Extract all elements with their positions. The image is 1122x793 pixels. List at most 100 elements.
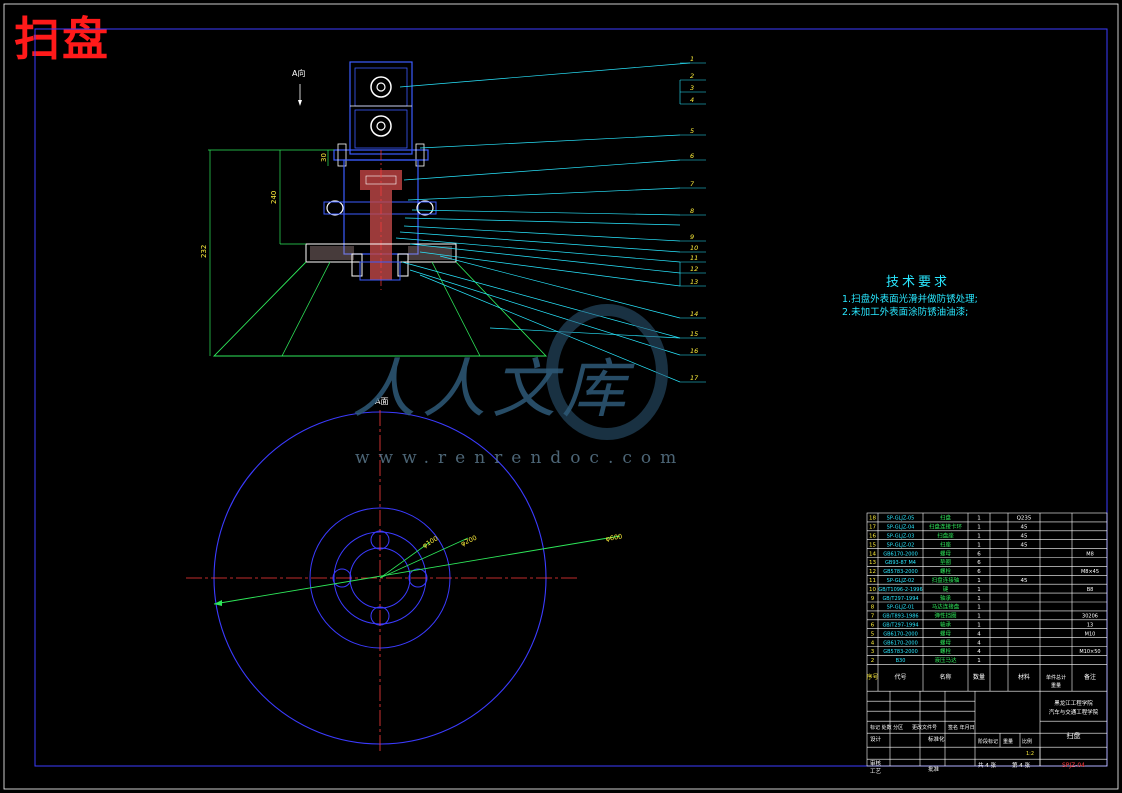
bom-mat: 45 — [1021, 525, 1028, 531]
bom-code: GB/T297-1994 — [882, 623, 918, 629]
tb-std: 标准化 — [928, 735, 945, 743]
bom-code: SP-GLJZ-02 — [887, 578, 915, 584]
bom-qty: 1 — [977, 534, 981, 540]
tb-sheet: 第 4 张 — [1012, 761, 1030, 769]
bom-name: 扫盘连接卡环 — [929, 523, 963, 531]
watermark-cn: 人人文库 — [352, 353, 632, 427]
leader-1: 1 — [690, 55, 694, 63]
bom-header-mat: 材料 — [1018, 673, 1030, 681]
bom-code: GB/T1096-2-1996 — [878, 587, 922, 593]
leader-11: 11 — [690, 254, 698, 262]
tb-sign: 签名 年月日 — [948, 724, 975, 731]
leader-12: 12 — [690, 265, 698, 273]
tech-requirements: 技术要求 1.扫盘外表面光滑并做防锈处理; 2.未加工外表面涂防锈油油漆; — [842, 276, 978, 319]
tech-item-1: 1.扫盘外表面光滑并做防锈处理; — [842, 294, 978, 305]
leader-4: 4 — [690, 96, 694, 104]
bom-name: 马达连接盘 — [932, 603, 960, 611]
bom-no: 15 — [869, 542, 876, 548]
bom-no: 6 — [871, 623, 875, 629]
bom-note: M8 — [1086, 551, 1094, 557]
bom-qty: 1 — [977, 516, 981, 522]
leader-tags — [679, 62, 706, 383]
bom-no: 3 — [871, 649, 875, 655]
bom-qty: 4 — [977, 631, 981, 637]
bom-header-qty: 数量 — [973, 673, 985, 681]
bom-name: 弹性挡圈 — [934, 612, 957, 620]
leader-7: 7 — [690, 180, 695, 188]
bom-name: 扫盘 — [940, 514, 952, 522]
bom-code: GB5783-2000 — [883, 569, 918, 575]
tb-scale-val: 1:2 — [1026, 751, 1034, 757]
bom-qty: 1 — [977, 587, 981, 593]
outer-border — [3, 3, 1119, 790]
tb-stage: 阶段标记 — [978, 738, 998, 745]
bom-name: 扫盘座 — [937, 532, 954, 540]
bom-no: 14 — [869, 551, 876, 557]
bom-header-name: 名称 — [939, 673, 951, 681]
tb-approve: 批准 — [928, 765, 940, 773]
tb-process: 工艺 — [870, 768, 882, 775]
bom-name: 螺栓 — [940, 647, 952, 655]
bom-name: 轴承 — [940, 621, 952, 629]
bom-header-note: 备注 — [1084, 673, 1096, 681]
bom-header-code: 代号 — [894, 673, 906, 681]
dia-label-600: φ600 — [605, 532, 623, 543]
bom-no: 17 — [869, 525, 876, 531]
tb-scale: 比例 — [1022, 738, 1032, 745]
leader-10: 10 — [690, 244, 698, 252]
leader-2: 2 — [690, 72, 694, 80]
bom-name: 螺母 — [940, 549, 952, 557]
bom-header-no: 序号 — [866, 673, 878, 681]
leader-9: 9 — [690, 233, 694, 241]
bom-no: 4 — [871, 640, 875, 646]
leader-8: 8 — [690, 207, 694, 215]
bom-note: 30206 — [1082, 614, 1098, 620]
bom-note: M8×45 — [1081, 569, 1099, 575]
bom-name: 螺母 — [940, 629, 952, 637]
bom-name: 扫座 — [940, 540, 952, 548]
bom-mat: 45 — [1021, 578, 1028, 584]
bom-no: 2 — [871, 658, 875, 664]
dim-30: 30 — [320, 153, 328, 162]
bom-note: B8 — [1087, 587, 1094, 593]
view-label-bottom: A面 — [375, 397, 388, 406]
bom-code: SP-GLJZ-04 — [887, 525, 915, 531]
plan-view: A面 φ100 φ200 φ600 — [186, 397, 623, 752]
dim-232: 232 — [200, 245, 208, 258]
bom-table — [866, 512, 1108, 767]
bom-code: GB6170-2000 — [883, 640, 918, 646]
bom-code: GB/T297-1994 — [882, 596, 918, 602]
bom-qty: 1 — [977, 614, 981, 620]
bom-code: GB6170-2000 — [883, 631, 918, 637]
dia-label-200: φ200 — [460, 534, 479, 548]
tech-heading: 技术要求 — [886, 275, 951, 290]
bom-code: GB6170-2000 — [883, 551, 918, 557]
bom-name: 键 — [943, 585, 949, 593]
leader-numbers: 1 2 3 4 5 6 7 8 9 10 11 12 13 14 15 16 1… — [690, 55, 699, 382]
dia-label-100: φ100 — [421, 534, 439, 549]
bom-qty: 6 — [977, 569, 981, 575]
bom-qty: 1 — [977, 542, 981, 548]
tb-weight: 重量 — [1003, 738, 1013, 745]
bom-note: M10 — [1085, 631, 1096, 637]
bom-code: GB5783-2000 — [883, 649, 918, 655]
tb-mark: 标记 处数 分区 — [870, 724, 903, 731]
bom-name: 扫盘连接轴 — [932, 576, 960, 584]
bom-no: 11 — [869, 578, 876, 584]
leader-17: 17 — [690, 374, 699, 382]
bom-qty: 1 — [977, 525, 981, 531]
leader-16: 16 — [690, 347, 698, 355]
page-title: 扫盘 — [14, 12, 110, 66]
bom-qty: 6 — [977, 560, 981, 566]
tb-check: 审核 — [870, 759, 882, 767]
watermark-url: www.renrendoc.com — [355, 448, 686, 468]
bom-mat: 45 — [1021, 534, 1028, 540]
inner-border — [34, 28, 1108, 767]
bom-qty: 1 — [977, 658, 981, 664]
leader-13: 13 — [690, 278, 698, 286]
bom-name: 螺母 — [940, 638, 952, 646]
bom-code: SP-GLJZ-03 — [887, 534, 915, 540]
leader-14: 14 — [690, 310, 698, 318]
leader-3: 3 — [690, 84, 694, 92]
bom-qty: 4 — [977, 640, 981, 646]
